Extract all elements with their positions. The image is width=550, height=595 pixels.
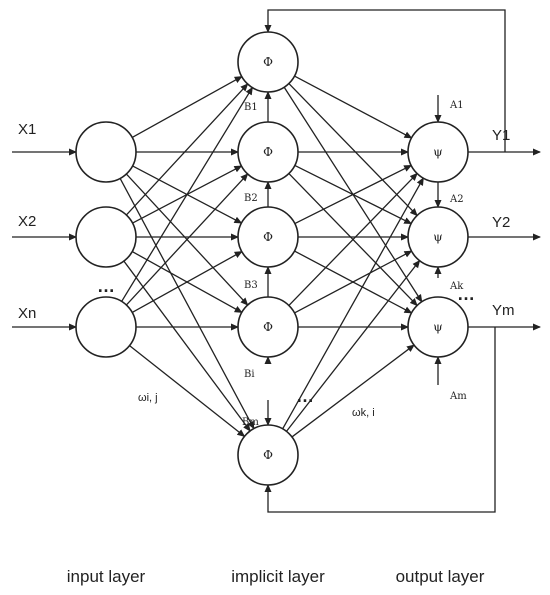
hidden-ellipsis: … [296,386,314,406]
output-input-label-am: Am [449,391,467,402]
hidden-node-1 [237,31,299,93]
output-input-label-a2: A2 [449,194,464,205]
edge-hidden-5-output-1 [282,177,424,430]
output-input-label-ak: Ak [449,281,464,292]
edge-input-1-hidden-5 [119,178,255,430]
hidden-symbol-i: Φ [263,320,273,334]
output-label-y1: Y1 [492,127,510,144]
edge-hidden-4-output-2 [294,250,413,314]
output-node-m [407,296,469,358]
edge-input-1-hidden-1 [131,76,243,138]
hidden-node-i [237,296,299,358]
edge-input-2-hidden-1 [125,83,249,216]
bias-label-b1: B1 [244,102,258,113]
output-node-1 [407,121,469,183]
hidden-symbol-m: Φ [263,448,273,462]
edge-hidden-1-output-2 [288,83,418,217]
edge-input-3-hidden-2 [125,173,249,306]
hidden-node-m [237,424,299,486]
feedback-loop-bottom [264,327,496,513]
hidden-node-3 [237,206,299,268]
hidden-symbol-3: Φ [263,230,273,244]
hidden-symbol-1: Φ [263,55,273,69]
edge-hidden-1-output-1 [294,75,413,139]
bias-label-bm: Bm [242,417,259,428]
edge-hidden-3-output-1 [294,164,413,225]
input-ellipsis: … [97,276,115,296]
edge-input-3-hidden-1 [121,86,253,302]
weight-label-input-hidden: ωi, j [138,392,158,404]
hidden-node-2 [237,121,299,183]
edge-input-3-hidden-5 [129,345,246,438]
caption-output-layer: output layer [396,567,485,586]
output-label-y2: Y2 [492,214,510,231]
bias-label-b2: B2 [244,193,258,204]
output-label-ym: Ym [492,302,515,319]
bias-label-b3: B3 [244,280,258,291]
caption-input-layer: input layer [67,567,146,586]
bias-label-bi: Bi [244,369,255,380]
output-input-label-a1: A1 [449,100,464,111]
connection-edges [12,9,541,513]
input-node-n [75,296,137,358]
weight-label-hidden-output: ωk, i [352,407,375,419]
caption-implicit-layer: implicit layer [231,567,325,586]
input-label-x2: X2 [18,213,36,230]
edge-input-3-hidden-3 [131,251,243,313]
edge-hidden-4-output-1 [288,172,418,306]
output-symbol-m: ψ [433,320,442,334]
output-ellipsis: … [457,284,475,304]
input-node-1 [75,121,137,183]
feedback-loop-top [264,9,506,152]
input-node-2 [75,206,137,268]
input-label-x1: X1 [18,121,36,138]
hidden-symbol-2: Φ [263,145,273,159]
edge-input-2-hidden-5 [123,260,251,432]
output-symbol-1: ψ [433,145,442,159]
output-symbol-2: ψ [433,230,442,244]
edge-hidden-5-output-3 [291,344,415,438]
input-label-xn: Xn [18,305,36,322]
output-node-2 [407,206,469,268]
edge-hidden-5-output-2 [285,259,421,432]
